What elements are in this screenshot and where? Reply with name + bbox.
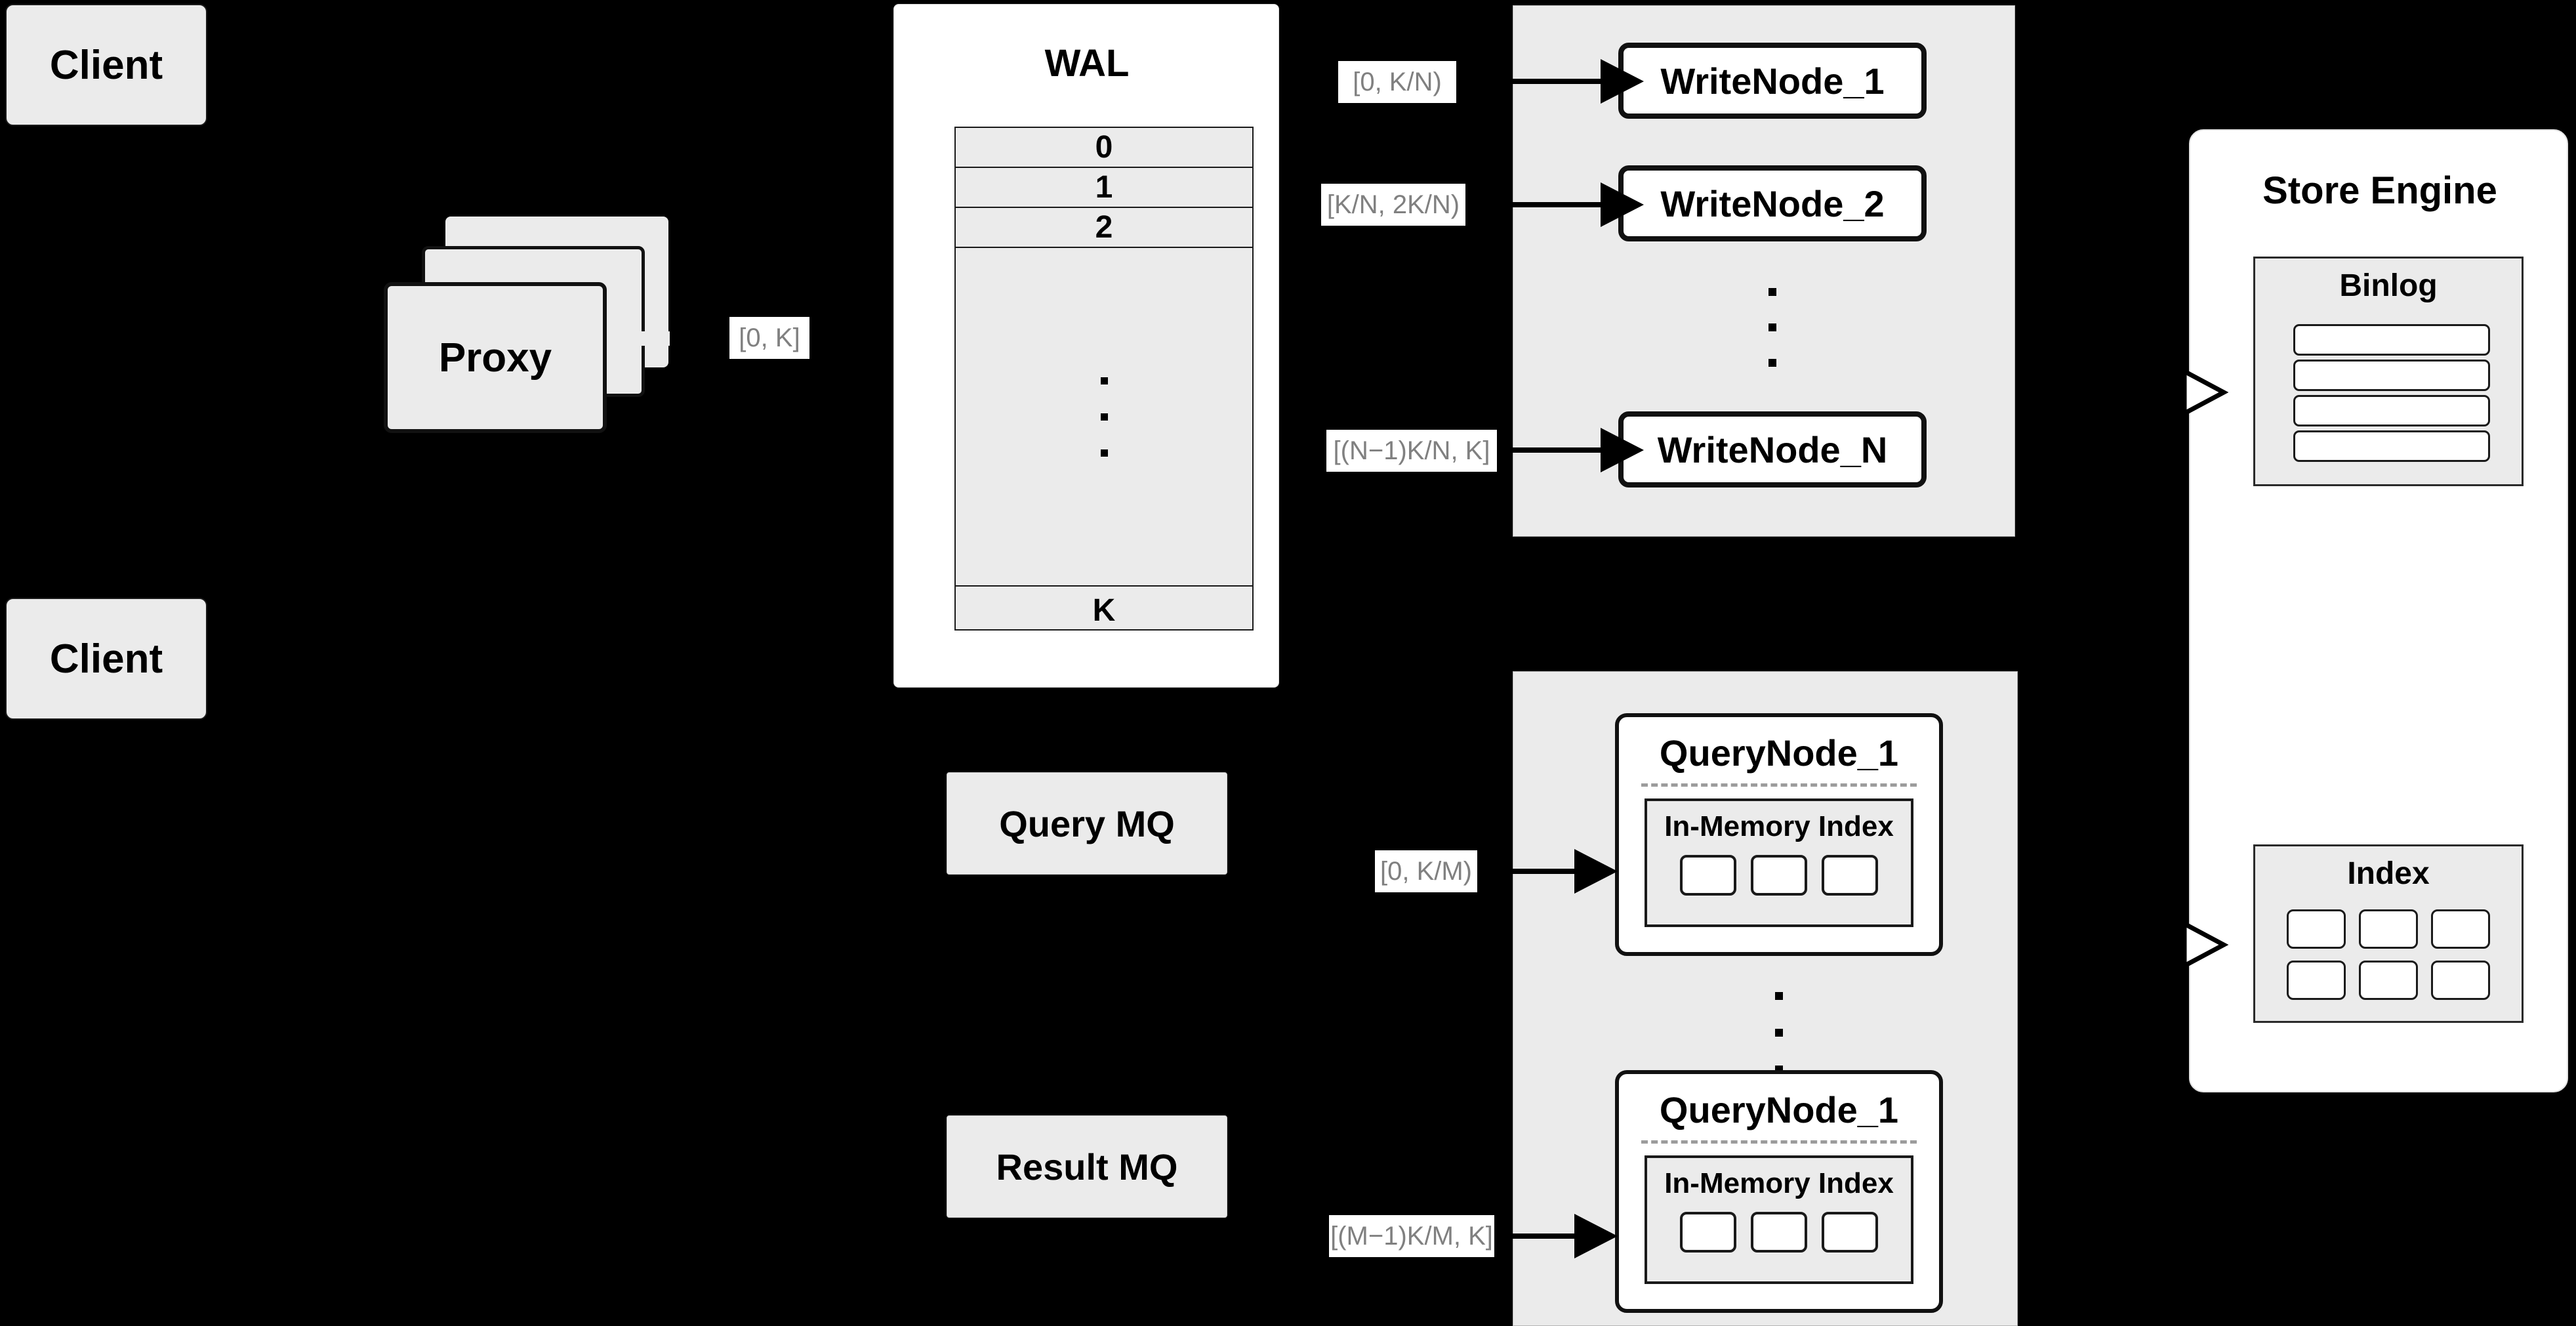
client-node-1-label: Client <box>49 42 163 88</box>
wal-title: WAL <box>1044 42 1130 85</box>
edge-label-write-node-1-range: [0, K/N) <box>1338 61 1456 103</box>
arrow-wal-to-write-node-1 <box>1469 59 1644 104</box>
query-node-2-index-title: In-Memory Index <box>1664 1167 1894 1199</box>
arrow-write-cluster-to-binlog <box>2125 367 2229 417</box>
binlog-row <box>2293 324 2490 356</box>
store-index-title: Index <box>2347 856 2430 891</box>
result-mq-node[interactable]: Result MQ <box>947 1115 1227 1218</box>
edge-label-query-node-1-range: [0, K/M) <box>1375 850 1477 892</box>
binlog-title: Binlog <box>2339 268 2438 303</box>
edge-label-write-node-n-range-text: [(N−1)K/N, K] <box>1333 436 1490 465</box>
query-node-cluster-panel: QueryNode_1 In-Memory Index QueryNode_1 … <box>1513 671 2018 1326</box>
wal-entry-table: 0 1 2 K <box>954 127 1254 631</box>
edge-label-query-node-2-range: [(M−1)K/M, K] <box>1329 1215 1494 1257</box>
index-cell <box>1751 1212 1807 1253</box>
query-node-2[interactable]: QueryNode_1 In-Memory Index <box>1615 1070 1943 1313</box>
query-node-1-in-memory-index: In-Memory Index <box>1645 798 1913 927</box>
binlog-row <box>2293 430 2490 462</box>
proxy-stack-connector-stub <box>630 331 670 346</box>
query-node-1[interactable]: QueryNode_1 In-Memory Index <box>1615 713 1943 956</box>
index-cell <box>1751 855 1807 896</box>
query-node-1-index-cells <box>1680 855 1878 896</box>
index-cell <box>2287 961 2346 1000</box>
arrow-wal-to-write-node-n <box>1502 428 1644 472</box>
binlog-row <box>2293 360 2490 391</box>
index-cell <box>1680 855 1736 896</box>
wal-row-ellipsis <box>956 248 1252 587</box>
query-mq-node[interactable]: Query MQ <box>947 772 1227 875</box>
proxy-node-label: Proxy <box>438 335 552 381</box>
edge-label-write-node-2-range: [K/N, 2K/N) <box>1321 184 1465 226</box>
store-index-panel: Index <box>2253 844 2524 1023</box>
write-node-1-label: WriteNode_1 <box>1660 60 1885 102</box>
wal-panel: WAL 0 1 2 K <box>893 4 1279 688</box>
binlog-row <box>2293 395 2490 426</box>
query-node-1-index-title: In-Memory Index <box>1664 810 1894 842</box>
edge-label-proxy-to-wal-text: [0, K] <box>739 323 800 352</box>
write-node-n[interactable]: WriteNode_N <box>1618 411 1927 487</box>
store-engine-title: Store Engine <box>2262 169 2497 212</box>
write-node-cluster-panel: WriteNode_1 WriteNode_2 WriteNode_N <box>1513 5 2015 537</box>
edge-label-query-node-2-range-text: [(M−1)K/M, K] <box>1330 1221 1493 1251</box>
query-node-2-in-memory-index: In-Memory Index <box>1645 1155 1913 1284</box>
binlog-panel: Binlog <box>2253 257 2524 486</box>
store-index-cells <box>2287 909 2497 1000</box>
write-node-ellipsis <box>1727 268 1818 386</box>
result-mq-label: Result MQ <box>996 1146 1178 1188</box>
client-node-1[interactable]: Client <box>5 4 207 126</box>
wal-row-0: 0 <box>956 128 1252 168</box>
binlog-rows <box>2293 324 2490 462</box>
query-node-1-separator <box>1641 783 1917 787</box>
wal-row-1: 1 <box>956 168 1252 208</box>
index-cell <box>1822 1212 1878 1253</box>
edge-label-write-node-n-range: [(N−1)K/N, K] <box>1326 430 1497 472</box>
write-node-1[interactable]: WriteNode_1 <box>1618 43 1927 119</box>
wal-row-2: 2 <box>956 208 1252 248</box>
index-cell <box>2431 961 2490 1000</box>
wal-row-k: K <box>1092 593 1116 628</box>
proxy-node[interactable]: Proxy <box>384 282 607 433</box>
index-cell <box>2359 961 2418 1000</box>
query-mq-label: Query MQ <box>999 802 1175 844</box>
write-node-n-label: WriteNode_N <box>1657 428 1888 470</box>
write-node-2-label: WriteNode_2 <box>1660 182 1885 224</box>
store-engine-panel: Store Engine Binlog Index <box>2189 129 2568 1092</box>
write-node-2[interactable]: WriteNode_2 <box>1618 165 1927 241</box>
index-cell <box>2431 909 2490 949</box>
arrow-query-mq-to-query-node-1 <box>1481 849 1618 894</box>
query-node-2-separator <box>1641 1140 1917 1144</box>
edge-label-write-node-1-range-text: [0, K/N) <box>1353 67 1442 96</box>
client-node-2-label: Client <box>49 636 163 682</box>
arrow-query-cluster-to-store-index <box>2125 920 2229 970</box>
index-cell <box>2359 909 2418 949</box>
client-node-2[interactable]: Client <box>5 598 207 720</box>
arrow-wal-to-write-node-2 <box>1473 182 1644 227</box>
edge-label-write-node-2-range-text: [K/N, 2K/N) <box>1326 190 1460 219</box>
index-cell <box>1822 855 1878 896</box>
index-cell <box>2287 909 2346 949</box>
edge-label-proxy-to-wal: [0, K] <box>729 317 809 359</box>
query-node-1-label: QueryNode_1 <box>1659 732 1899 774</box>
edge-label-query-node-1-range-text: [0, K/M) <box>1380 856 1473 886</box>
arrow-result-mq-to-query-node-2 <box>1500 1214 1618 1258</box>
index-cell <box>1680 1212 1736 1253</box>
query-node-2-label: QueryNode_1 <box>1659 1089 1899 1130</box>
query-node-2-index-cells <box>1680 1212 1878 1253</box>
